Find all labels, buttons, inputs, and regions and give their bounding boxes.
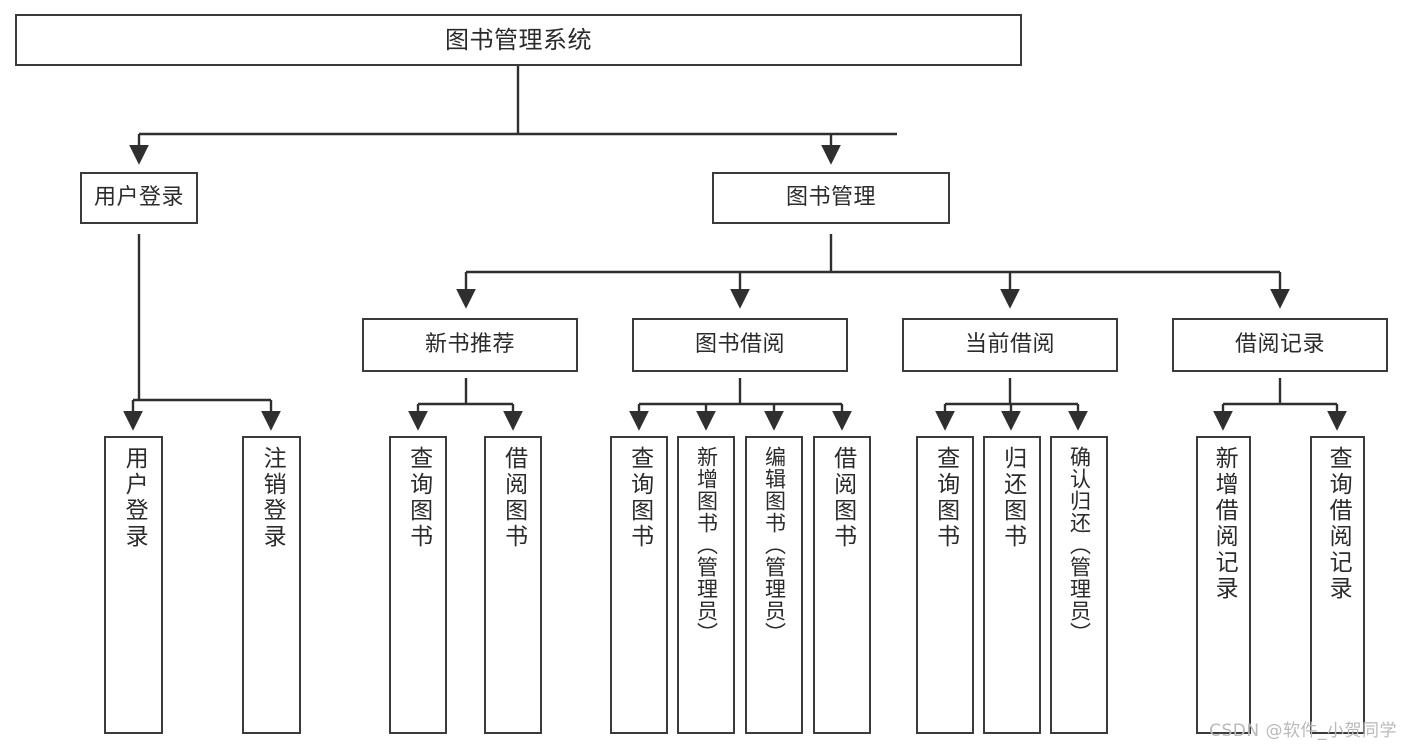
node-leaf-borrow-book-2-label: 借阅图书	[829, 446, 856, 550]
node-leaf-query-book-3-label: 查询图书	[932, 446, 959, 550]
node-leaf-logout-login[interactable]: 注销登录	[242, 436, 301, 734]
node-leaf-query-book-1-label: 查询图书	[405, 446, 432, 550]
node-leaf-query-book-1[interactable]: 查询图书	[389, 436, 447, 734]
node-leaf-add-borrow-record[interactable]: 新增借阅记录	[1196, 436, 1251, 734]
node-borrow-record[interactable]: 借阅记录	[1172, 318, 1388, 372]
node-user-login-label: 用户登录	[93, 185, 184, 211]
node-leaf-add-book-admin[interactable]: 新增图书（管理员）	[677, 436, 735, 734]
node-current-borrow-label: 当前借阅	[964, 332, 1055, 358]
node-book-management-label: 图书管理	[785, 185, 876, 211]
node-leaf-edit-book-admin[interactable]: 编辑图书（管理员）	[745, 436, 803, 734]
node-root-label: 图书管理系统	[445, 25, 592, 54]
node-leaf-logout-login-label: 注销登录	[259, 446, 286, 550]
node-leaf-borrow-book-1-label: 借阅图书	[500, 446, 527, 550]
node-book-management[interactable]: 图书管理	[712, 172, 950, 224]
node-leaf-confirm-return-admin[interactable]: 确认归还（管理员）	[1050, 436, 1108, 734]
node-new-book-recommend[interactable]: 新书推荐	[362, 318, 578, 372]
node-root[interactable]: 图书管理系统	[15, 14, 1022, 66]
node-leaf-return-book-label: 归还图书	[999, 446, 1026, 550]
node-book-borrow[interactable]: 图书借阅	[632, 318, 848, 372]
node-leaf-return-book[interactable]: 归还图书	[983, 436, 1041, 734]
node-leaf-add-book-admin-label: 新增图书（管理员）	[694, 446, 719, 644]
node-leaf-query-borrow-record-label: 查询借阅记录	[1325, 446, 1352, 602]
node-leaf-user-login[interactable]: 用户登录	[104, 436, 163, 734]
node-leaf-borrow-book-1[interactable]: 借阅图书	[484, 436, 542, 734]
node-leaf-add-borrow-record-label: 新增借阅记录	[1211, 446, 1238, 602]
node-leaf-query-book-2[interactable]: 查询图书	[610, 436, 668, 734]
node-leaf-edit-book-admin-label: 编辑图书（管理员）	[762, 446, 787, 644]
node-book-borrow-label: 图书借阅	[694, 332, 785, 358]
node-leaf-confirm-return-admin-label: 确认归还（管理员）	[1067, 446, 1092, 644]
node-leaf-query-book-2-label: 查询图书	[626, 446, 653, 550]
node-current-borrow[interactable]: 当前借阅	[902, 318, 1118, 372]
node-new-book-recommend-label: 新书推荐	[424, 332, 515, 358]
node-leaf-query-book-3[interactable]: 查询图书	[916, 436, 974, 734]
node-leaf-borrow-book-2[interactable]: 借阅图书	[813, 436, 871, 734]
node-leaf-query-borrow-record[interactable]: 查询借阅记录	[1310, 436, 1365, 734]
csdn-watermark: CSDN @软件_小贺同学	[1209, 721, 1397, 741]
node-borrow-record-label: 借阅记录	[1234, 332, 1325, 358]
node-leaf-user-login-label: 用户登录	[121, 446, 148, 550]
node-user-login[interactable]: 用户登录	[80, 172, 198, 224]
